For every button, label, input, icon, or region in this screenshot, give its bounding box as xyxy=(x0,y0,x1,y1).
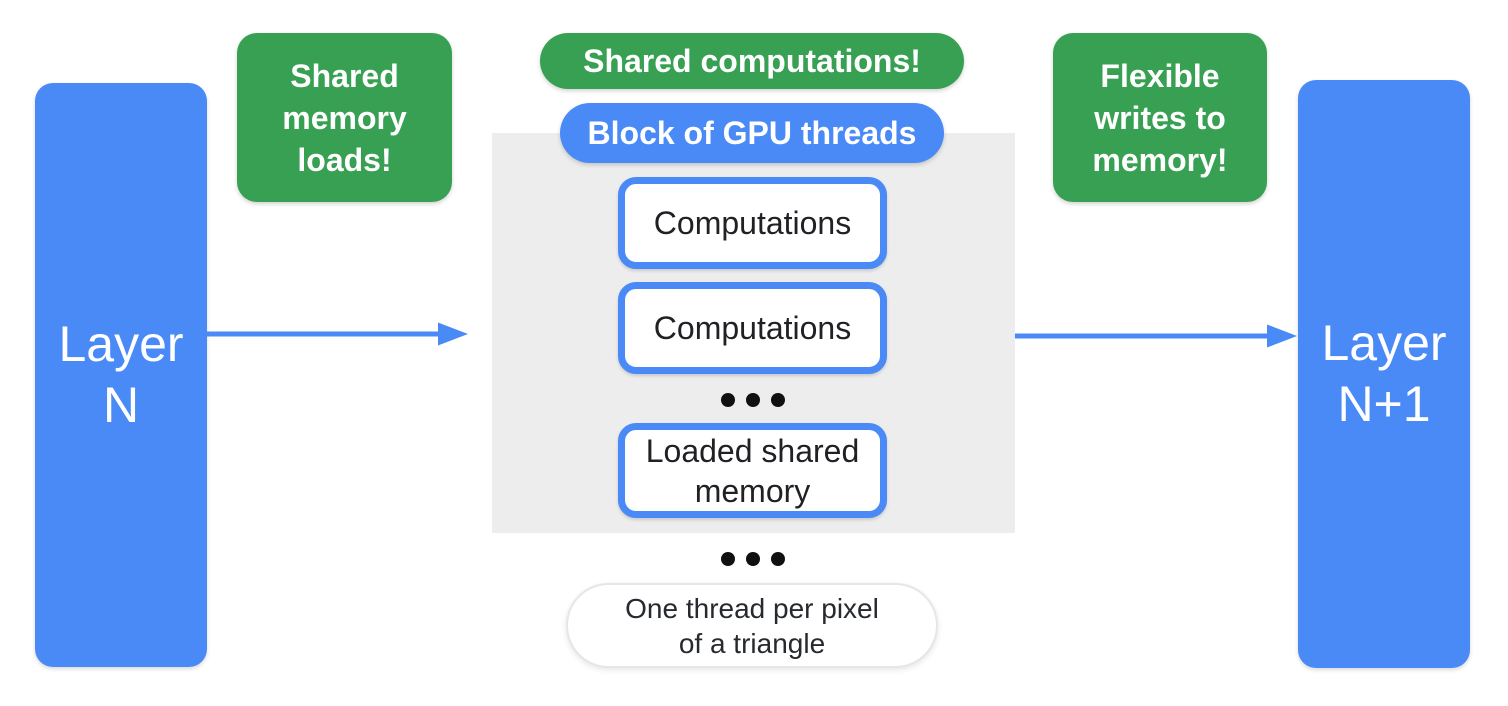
callout-shared-memory-loads: Shared memory loads! xyxy=(237,33,452,202)
dot-icon xyxy=(720,552,735,566)
callout-line: memory xyxy=(282,99,407,136)
flow-arrow-left-icon xyxy=(206,322,468,346)
flow-arrow-right-icon xyxy=(1015,324,1297,348)
callout-line: Shared xyxy=(290,57,399,94)
layer-n-box: Layer N xyxy=(35,83,207,667)
callout-flexible-writes: Flexible writes to memory! xyxy=(1053,33,1267,202)
dot-icon xyxy=(770,552,785,566)
computations-box-2: Computations xyxy=(618,282,887,374)
dot-icon xyxy=(770,393,785,407)
computations-box-1: Computations xyxy=(618,177,887,269)
layer-n-label-line1: Layer xyxy=(58,316,184,372)
layer-n1-label-line2: N+1 xyxy=(1337,376,1431,432)
loaded-shared-memory-box: Loaded shared memory xyxy=(618,423,887,518)
callout-line: loads! xyxy=(297,141,392,178)
one-thread-per-pixel-pill: One thread per pixel of a triangle xyxy=(566,583,938,668)
footnote-line: One thread per pixel xyxy=(625,592,879,624)
gpu-threads-pill: Block of GPU threads xyxy=(560,103,944,163)
dot-icon xyxy=(745,393,760,407)
ellipsis-icon xyxy=(618,552,887,566)
callout-line: Flexible xyxy=(1100,57,1220,94)
layer-n1-box: Layer N+1 xyxy=(1298,80,1470,668)
layer-n-label-line2: N xyxy=(102,377,140,433)
callout-line: writes to xyxy=(1094,99,1226,136)
callout-shared-computations: Shared computations! xyxy=(540,33,964,89)
dot-icon xyxy=(745,552,760,566)
ellipsis-icon xyxy=(618,393,887,407)
footnote-line: of a triangle xyxy=(678,627,826,659)
callout-line: memory! xyxy=(1092,141,1228,178)
dot-icon xyxy=(720,393,735,407)
layer-n1-label-line1: Layer xyxy=(1321,315,1447,371)
